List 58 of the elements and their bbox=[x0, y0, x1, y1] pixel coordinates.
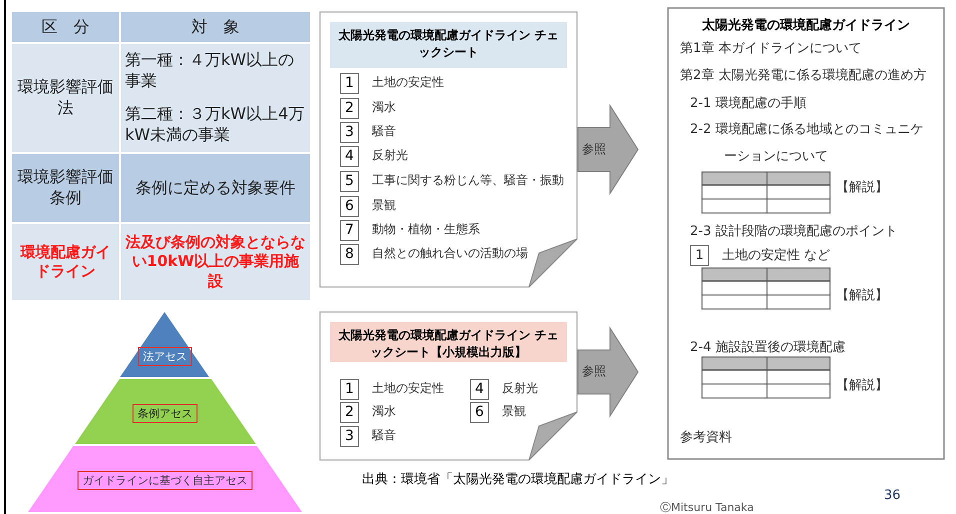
item-number: 1 bbox=[690, 245, 709, 266]
sheet-header: 太陽光発電の環境配慮ガイドライン チェックシート【小規模出力版】 bbox=[330, 322, 567, 362]
check-item: 濁水 bbox=[372, 403, 396, 420]
table-cell: 第二種：３万kW以上4万kW未満の事業 bbox=[121, 98, 310, 152]
check-item: 自然との触れ合いの活動の場 bbox=[372, 245, 528, 262]
check-item: 土地の安定性 bbox=[372, 380, 444, 397]
check-item: 騒音 bbox=[372, 123, 396, 140]
table-cell: 法及び条例の対象とならない10kW以上の事業用施設 bbox=[121, 224, 310, 300]
check-item: 反射光 bbox=[502, 380, 538, 397]
table-cell: 環境影響評価法 bbox=[12, 44, 119, 152]
source-note: 出典：環境省「太陽光発電の環境配慮ガイドライン」 bbox=[362, 471, 674, 488]
check-item: 騒音 bbox=[372, 427, 396, 444]
item-number: 4 bbox=[340, 146, 359, 167]
section-heading: 参考資料 bbox=[680, 429, 732, 446]
table-cell: 環境影響評価条例 bbox=[12, 154, 119, 222]
commentary-label: 【解説】 bbox=[836, 179, 888, 196]
table-cell: 環境配慮ガイドライン bbox=[12, 224, 119, 300]
tier-label: 法アセス bbox=[138, 346, 192, 366]
copyright-note: ⒸMitsuru Tanaka bbox=[660, 500, 754, 514]
section-heading: 2-3 設計段階の環境配慮のポイント bbox=[690, 223, 898, 240]
page-number: 36 bbox=[884, 488, 901, 503]
item-number: 1 bbox=[340, 379, 359, 400]
tier-label: ガイドラインに基づく自主アセス bbox=[78, 471, 252, 490]
commentary-label: 【解説】 bbox=[836, 287, 888, 304]
table-header: 区 分 bbox=[12, 12, 119, 42]
section-heading: 第1章 本ガイドラインについて bbox=[680, 40, 862, 57]
edge-label: 参照 bbox=[582, 140, 606, 158]
item-number: 2 bbox=[340, 402, 359, 423]
item-number: 6 bbox=[340, 196, 359, 217]
check-item: 景観 bbox=[372, 197, 396, 214]
table-cell: 第一種：４万kW以上の事業 bbox=[121, 44, 310, 98]
document-title: 太陽光発電の環境配慮ガイドライン bbox=[700, 16, 911, 34]
item-number: 7 bbox=[340, 220, 359, 241]
item-number: 3 bbox=[340, 426, 359, 447]
check-item: 濁水 bbox=[372, 99, 396, 116]
check-item: 工事に関する粉じん等、騒音・振動 bbox=[372, 172, 564, 189]
section-heading: 2-2 環境配慮に係る地域とのコミュニケーションについて bbox=[690, 121, 924, 166]
item-number: 6 bbox=[470, 402, 489, 423]
table-header: 対 象 bbox=[121, 12, 310, 42]
item-number: 2 bbox=[340, 98, 359, 119]
check-item: 動物・植物・生態系 bbox=[372, 221, 480, 238]
section-heading: 2-1 環境配慮の手順 bbox=[690, 95, 806, 112]
section-heading: 第2章 太陽光発電に係る環境配慮の進め方 bbox=[680, 67, 926, 84]
item-number: 1 bbox=[340, 73, 359, 94]
table-cell: 条例に定める対象要件 bbox=[121, 154, 310, 222]
tier-label: 条例アセス bbox=[132, 404, 198, 422]
edge-label: 参照 bbox=[582, 363, 606, 380]
section-heading: 2-4 施設設置後の環境配慮 bbox=[690, 339, 846, 356]
item-number: 3 bbox=[340, 122, 359, 143]
check-item: 反射光 bbox=[372, 147, 408, 164]
sheet-header: 太陽光発電の環境配慮ガイドライン チェックシート bbox=[330, 22, 567, 68]
check-item: 景観 bbox=[502, 403, 526, 420]
section-heading: 土地の安定性 など bbox=[722, 247, 830, 264]
commentary-label: 【解説】 bbox=[836, 377, 888, 394]
item-number: 5 bbox=[340, 171, 359, 192]
check-item: 土地の安定性 bbox=[372, 74, 444, 91]
item-number: 8 bbox=[340, 244, 359, 265]
item-number: 4 bbox=[470, 379, 489, 400]
